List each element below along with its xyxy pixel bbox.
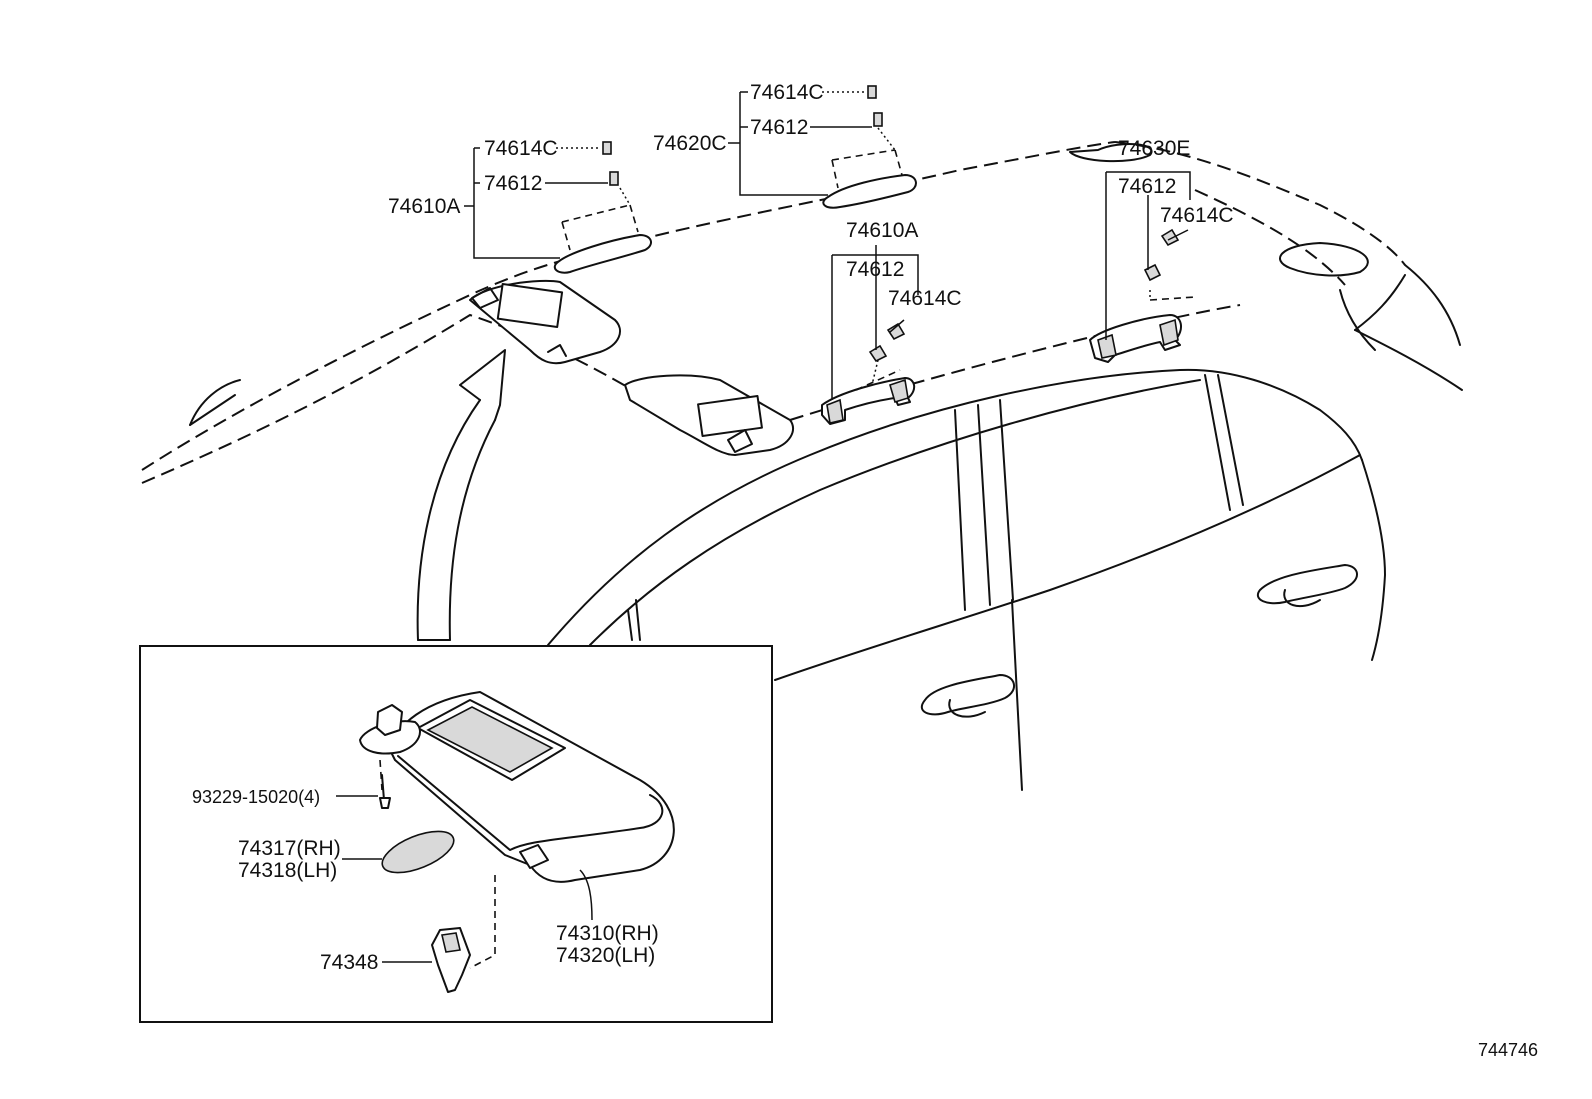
- callout-labels: 74614C 74612 74610A 74614C 74612 74620C …: [192, 81, 1538, 1060]
- label-74610A-a: 74610A: [388, 195, 460, 218]
- label-93229-15020: 93229-15020(4): [192, 787, 320, 807]
- label-74614C-b: 74614C: [750, 81, 824, 104]
- diagram-id: 744746: [1478, 1040, 1538, 1060]
- label-74612-b: 74612: [750, 116, 808, 139]
- label-74630E: 74630E: [1118, 137, 1190, 160]
- label-74317: 74317(RH): [238, 837, 341, 860]
- assist-grip-roof-center: [822, 127, 917, 209]
- sun-visor-lh-installed: [624, 374, 795, 456]
- label-74310: 74310(RH): [556, 922, 659, 945]
- label-74612-a: 74612: [484, 172, 542, 195]
- label-74614C-a: 74614C: [484, 137, 558, 160]
- label-74348: 74348: [320, 951, 378, 974]
- arrow-to-detail: [416, 349, 506, 641]
- label-74614C-d: 74614C: [888, 287, 962, 310]
- assist-grip-rear: [1089, 290, 1196, 363]
- fasteners: [602, 85, 1180, 363]
- assist-grip-side: [821, 359, 916, 425]
- label-74620C: 74620C: [653, 132, 727, 155]
- label-74612-c: 74612: [1118, 175, 1176, 198]
- label-74320: 74320(LH): [556, 944, 655, 967]
- car-body-outline: [141, 141, 1463, 791]
- label-74614C-c: 74614C: [1160, 204, 1234, 227]
- label-74612-d: 74612: [846, 258, 904, 281]
- callout-leaders: [464, 91, 1191, 400]
- detail-inset: [139, 645, 773, 1023]
- label-74318: 74318(LH): [238, 859, 337, 882]
- sun-visor-rh-installed: [469, 279, 621, 365]
- label-74610A-b: 74610A: [846, 219, 918, 242]
- assist-grip-front: [553, 187, 652, 274]
